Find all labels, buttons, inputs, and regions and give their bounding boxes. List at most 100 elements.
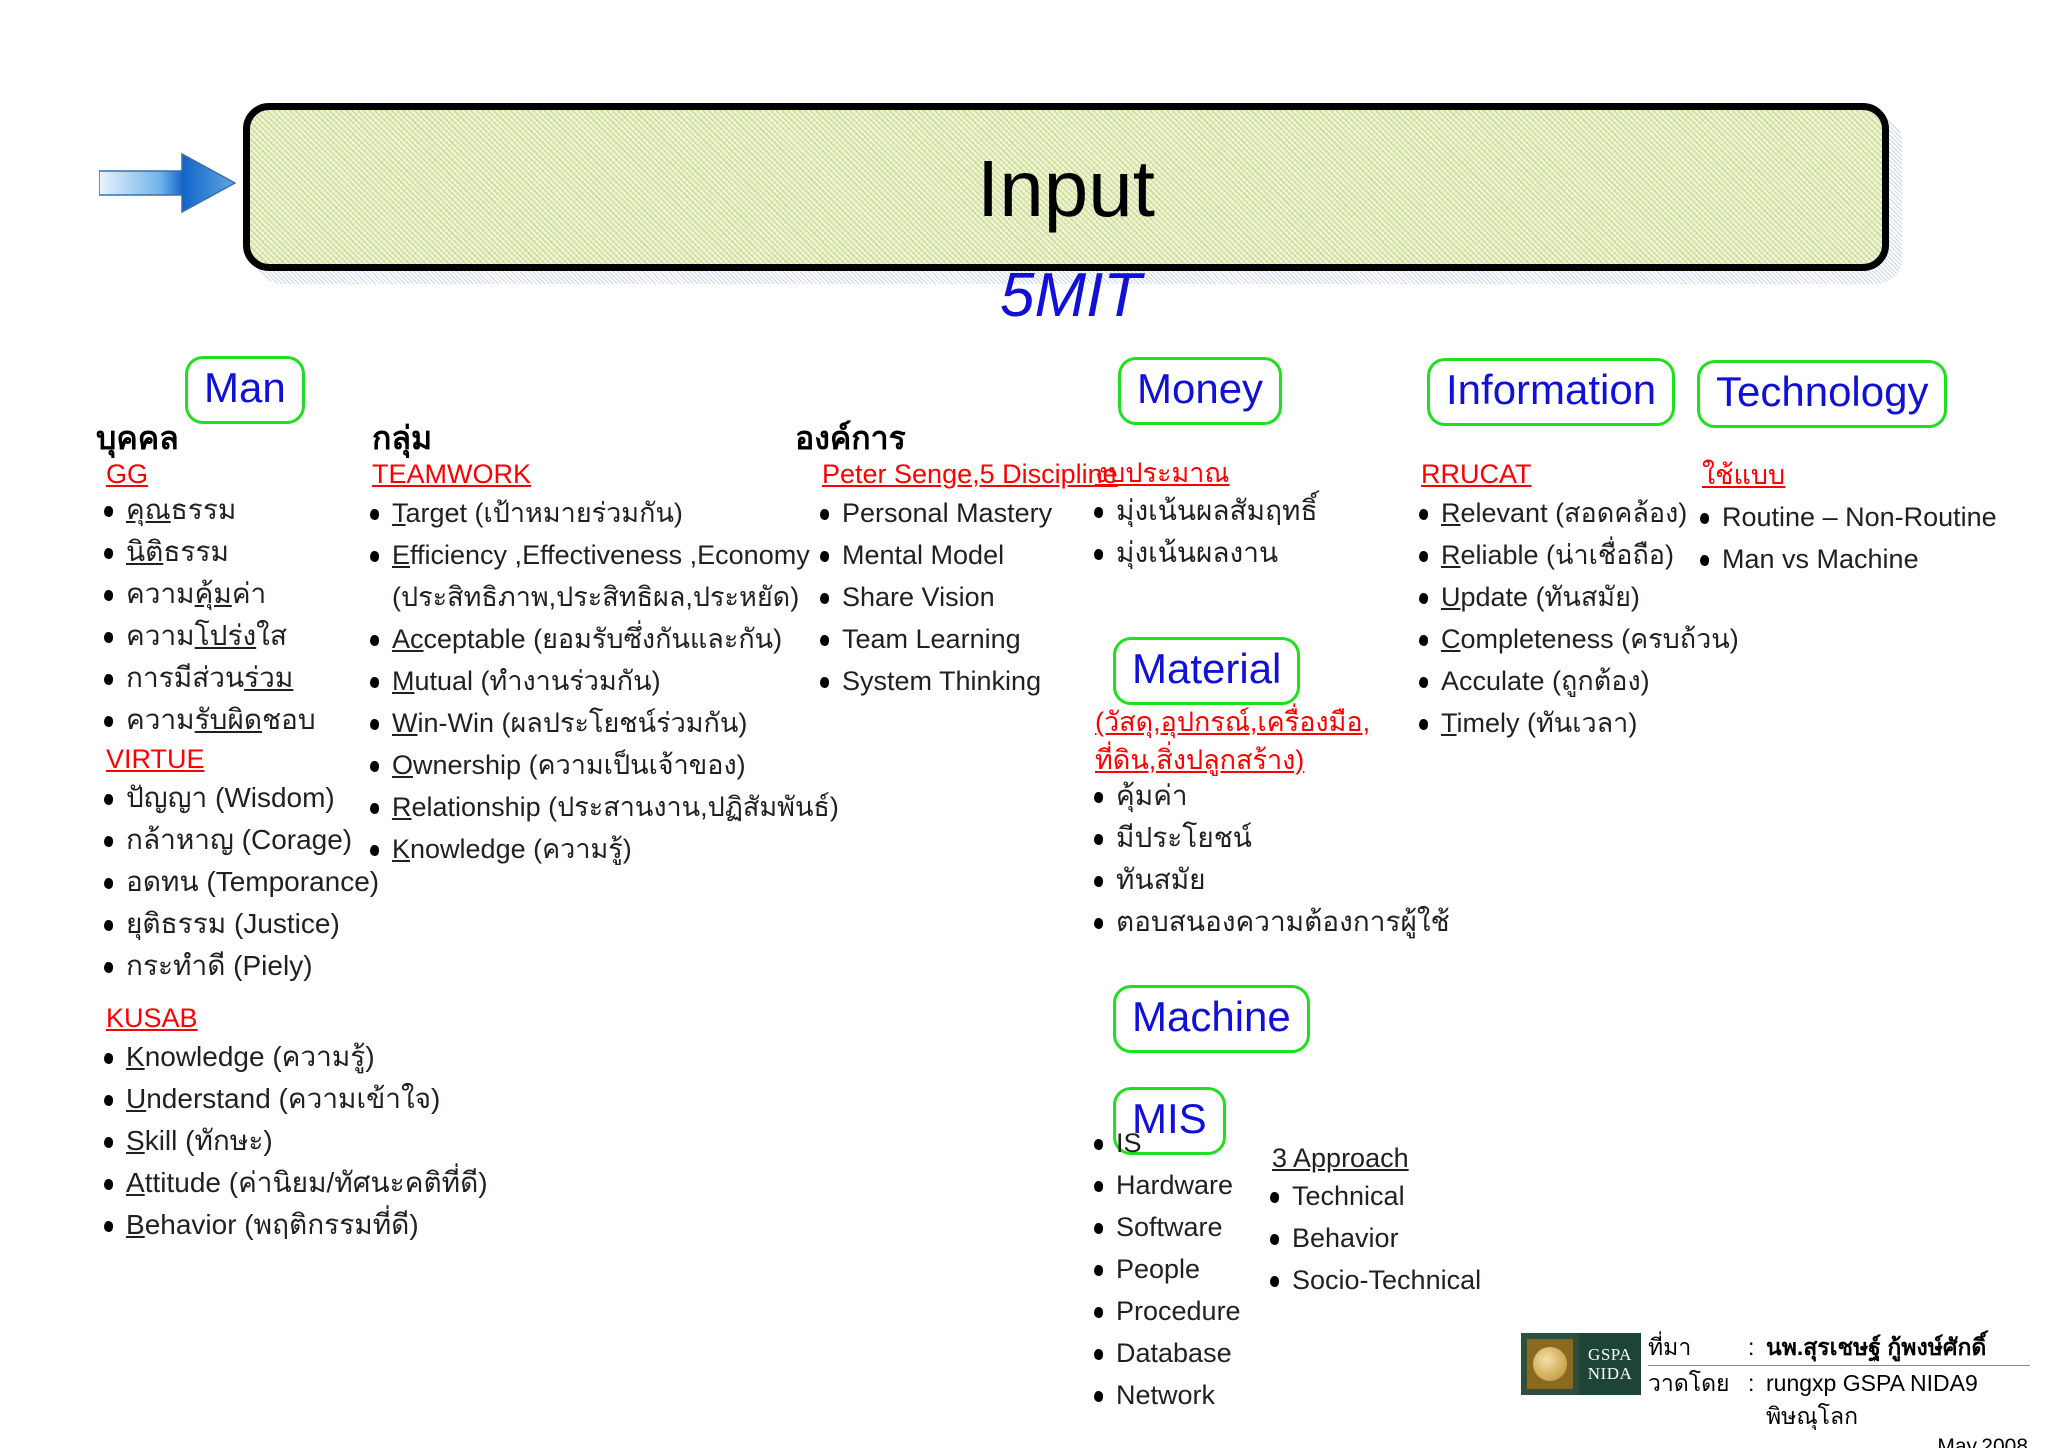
list-item: ตอบสนองความต้องการผู้ใช้ [1090, 901, 1450, 943]
list-item: Software [1090, 1206, 1241, 1248]
list-item: มีประโยชน์ [1090, 817, 1450, 859]
list-item: Man vs Machine [1696, 538, 1997, 580]
item-underline: ร่วม [244, 662, 294, 693]
item-underline: R [1441, 540, 1461, 570]
list-item: อดทน (Temporance) [100, 861, 379, 903]
list-item: Relevant (สอดคล้อง) [1415, 492, 1739, 534]
list-mis: IS Hardware Software People Procedure Da… [1090, 1122, 1241, 1416]
list-item: Win-Win (ผลประโยชน์ร่วมกัน) [366, 702, 839, 744]
list-item: Network [1090, 1374, 1241, 1416]
list-item: Ownership (ความเป็นเจ้าของ) [366, 744, 839, 786]
item-underline: R [392, 792, 412, 822]
list-item: Attitude (ค่านิยม/ทัศนะคติที่ดี) [100, 1162, 488, 1204]
credit-source-row: ที่มา : นพ.สุรเชษฐ์ กู้พงษ์ศักดิ์ [1648, 1331, 2048, 1364]
list-kusab: Knowledge (ความรู้) Understand (ความเข้า… [100, 1036, 488, 1246]
item-underline: W [392, 708, 418, 738]
logo-line-nida: NIDA [1587, 1364, 1633, 1383]
list-item: Team Learning [816, 618, 1052, 660]
subheading-usage-type: ใช้แบบ [1702, 460, 1786, 490]
list-item: ยุติธรรม (Justice) [100, 903, 379, 945]
item-underline: T [1441, 708, 1457, 738]
list-item: Database [1090, 1332, 1241, 1374]
list-item: กระทำดี (Piely) [100, 945, 379, 987]
list-item: ความโปร่งใส [100, 615, 316, 657]
item-underline: M [392, 666, 415, 696]
right-arrow-icon [98, 152, 237, 214]
subheading-gg: GG [106, 459, 149, 489]
subheading-material-thai: (วัสดุ,อุปกรณ์,เครื่องมือ, ที่ดิน,สิ่งปล… [1095, 703, 1395, 779]
chip-man[interactable]: Man [185, 356, 305, 424]
item-underline: E [392, 540, 411, 570]
list-item: Behavior [1266, 1217, 1481, 1259]
item-underline: โปร่ง [194, 620, 257, 651]
list-item: มุ่งเน้นผลงาน [1090, 532, 1318, 574]
chip-machine[interactable]: Machine [1113, 985, 1310, 1053]
list-item: ความคุ้มค่า [100, 573, 316, 615]
list-item: Technical [1266, 1175, 1481, 1217]
chip-material[interactable]: Material [1113, 637, 1301, 705]
list-item: People [1090, 1248, 1241, 1290]
list-item: Relationship (ประสานงาน,ปฏิสัมพันธ์) [366, 786, 839, 828]
subheading-kusab: KUSAB [106, 1003, 198, 1033]
list-item: Completeness (ครบถ้วน) [1415, 618, 1739, 660]
list-item: Knowledge (ความรู้) [100, 1036, 488, 1078]
subtitle-5mit: 5MIT [1000, 261, 1142, 330]
list-item: Update (ทันสมัย) [1415, 576, 1739, 618]
subheading-peter-senge: Peter Senge,5 Discipline [822, 459, 1118, 489]
chip-money[interactable]: Money [1118, 357, 1283, 425]
list-approach: Technical Behavior Socio-Technical [1266, 1175, 1481, 1301]
subheading-3-approach: 3 Approach [1272, 1143, 1409, 1173]
list-item: Target (เป้าหมายร่วมกัน) [366, 492, 839, 534]
item-underline: Ac [392, 624, 424, 654]
list-item: Acceptable (ยอมรับซึ่งกันและกัน) [366, 618, 839, 660]
list-item: Acculate (ถูกต้อง) [1415, 660, 1739, 702]
list-teamwork: Target (เป้าหมายร่วมกัน) Efficiency ,Eff… [366, 492, 839, 870]
list-item: Routine – Non-Routine [1696, 496, 1997, 538]
item-underline: T [392, 498, 406, 528]
list-item: คุ้มค่า [1090, 775, 1450, 817]
chip-technology[interactable]: Technology [1697, 360, 1948, 428]
heading-person: บุคคล [96, 420, 179, 456]
chip-information[interactable]: Information [1427, 358, 1676, 426]
item-underline: B [126, 1209, 145, 1240]
list-item: Behavior (พฤติกรรมที่ดี) [100, 1204, 488, 1246]
input-banner: Input [243, 103, 1889, 271]
list-technology: Routine – Non-Routine Man vs Machine [1696, 496, 1997, 580]
item-underline: K [126, 1041, 145, 1072]
list-item: นิติธรรม [100, 531, 316, 573]
list-item: ทันสมัย [1090, 859, 1450, 901]
logo-line-gspa: GSPA [1588, 1345, 1632, 1364]
item-underline: รับผิด [194, 704, 263, 735]
subheading-budget: งบประมาณ [1095, 458, 1230, 488]
subheading-rrucat: RRUCAT [1421, 459, 1532, 489]
credit-block: ที่มา : นพ.สุรเชษฐ์ กู้พงษ์ศักดิ์ วาดโดย… [1648, 1331, 2048, 1448]
credit-drawn-label: วาดโดย [1648, 1370, 1730, 1396]
item-underline: A [126, 1167, 145, 1198]
item-underline: คุ้ม [194, 578, 232, 609]
list-item: Efficiency ,Effectiveness ,Economy [366, 534, 839, 576]
list-item: ความรับผิดชอบ [100, 699, 316, 741]
chip-mis[interactable]: MIS [1113, 1087, 1226, 1155]
heading-organization: องค์การ [795, 420, 906, 456]
list-information: Relevant (สอดคล้อง) Reliable (น่าเชื่อถื… [1415, 492, 1739, 744]
list-item-continuation: (ประสิทธิภาพ,ประสิทธิผล,ประหยัด) [392, 582, 800, 612]
item-underline: คุณ [126, 494, 171, 525]
logo-seal-emblem [1533, 1347, 1567, 1381]
list-item: Share Vision [816, 576, 1052, 618]
list-item: คุณธรรม [100, 489, 316, 531]
credit-source-separator: : [1748, 1334, 1755, 1360]
list-virtue: ปัญญา (Wisdom) กล้าหาญ (Corage) อดทน (Te… [100, 777, 379, 987]
list-money: มุ่งเน้นผลสัมฤทธิ์ มุ่งเน้นผลงาน [1090, 490, 1318, 574]
list-item: Mental Model [816, 534, 1052, 576]
page-title: Input [977, 144, 1155, 233]
credit-date: May,2008 [1937, 1435, 2028, 1448]
list-item: Timely (ทันเวลา) [1415, 702, 1739, 744]
list-gg: คุณธรรม นิติธรรม ความคุ้มค่า ความโปร่งใส… [100, 489, 316, 741]
list-item: Understand (ความเข้าใจ) [100, 1078, 488, 1120]
material-heading-line-2: ที่ดิน,สิ่งปลูกสร้าง) [1095, 745, 1305, 775]
list-material: คุ้มค่า มีประโยชน์ ทันสมัย ตอบสนองความต้… [1090, 775, 1450, 943]
credit-drawn-separator: : [1748, 1370, 1755, 1396]
material-heading-line-1: (วัสดุ,อุปกรณ์,เครื่องมือ, [1095, 707, 1371, 737]
item-underline: R [1441, 498, 1461, 528]
